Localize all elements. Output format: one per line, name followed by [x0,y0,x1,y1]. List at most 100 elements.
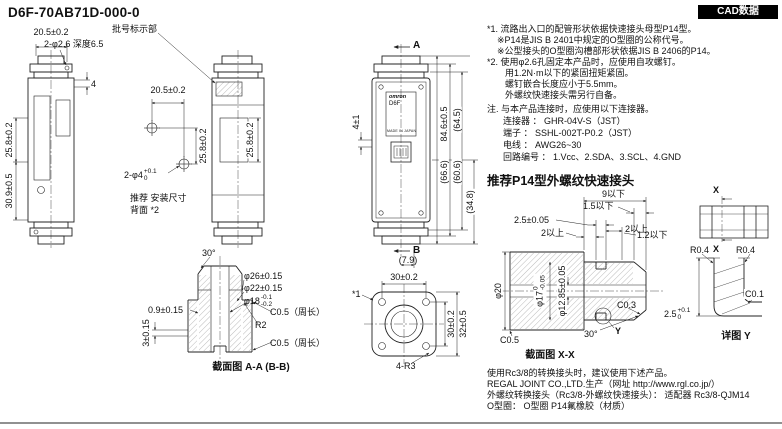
aa-dim-c05-lower: C0.5（周长） [270,338,326,348]
p14-heading: 推荐P14型外螺纹快速接头 [487,174,635,188]
footer-line-2: REGAL JOINT CO.,LTD.生产（网址 http://www.rgl… [487,379,720,389]
section-arrow-a-label: A [413,40,421,51]
fitting-location-icon [699,196,769,242]
flange-view-linework [364,284,444,364]
view-front-dims [13,44,90,221]
xx-detail-y-marker: Y [615,326,622,336]
section-aa-dims [152,256,273,351]
xx-dim-d17-tolerance: 0 -0.05 [532,275,547,290]
aa-dim-angle: 30° [202,248,216,258]
dim-face-348: (34.8) [464,189,476,215]
model-text: D6F [389,101,401,107]
xx-dim-2-upper: 2以上 [625,224,649,234]
xx-caption: 截面图 X-X [525,350,575,361]
aa-caption: 截面图 A-A (B-B) [212,362,290,373]
page-title: D6F-70AB71D-000-0 [8,5,140,20]
section-aa-linework [187,256,253,368]
dim-side-window: 25.8±0.2 [244,121,256,159]
dim-face-606: (60.6) [451,159,463,185]
view-face-linework [371,44,431,256]
aa-dim-d26: φ26±0.15 [244,271,283,281]
dy-dim-25-base: 2.5 [664,309,677,320]
section-arrow-b-label: B [413,245,421,256]
dim-front-holes: 2-φ2.6 深度6.5 [44,39,104,49]
aa-dim-09: 0.9±0.15 [148,305,183,315]
aa-dim-r2: R2 [255,320,267,330]
xx-dim-d1285: φ12.85±0.05 [556,264,568,318]
dim-face-666: (66.6) [438,159,450,185]
cad-data-badge[interactable]: CAD数据 [698,5,778,19]
flange-ref-star1: *1 [352,289,361,299]
xx-dim-d20: φ20 [492,282,504,300]
batch-label-leader [157,32,216,84]
xx-dim-d17-base: φ17 [534,290,545,307]
dy-dim-25-tolerance: +0.1 0 [677,307,691,321]
xx-dim-d17: φ17 0 -0.05 [532,274,547,308]
dy-dim-r04-left: R0.4 [690,245,710,255]
detail-y-linework [708,257,762,317]
xx-dim-angle: 30° [584,329,598,339]
aa-dim-d18-tolerance: -0.1 -0.2 [260,294,273,308]
back-detail-linework [144,99,199,174]
dim-face-bottom: (7.9) [398,255,418,265]
footer-line-4: O型圈： O型圈 P14氟橡胶（材质） [487,401,631,411]
note-line-3: ※公型接头的O型圈沟槽部形状依据JIS B 2406的P14。 [497,46,716,56]
note-line-7: 外螺纹快速接头需另行自备。 [505,90,623,100]
dim-face-overall: 84.6±0.5 [438,105,450,143]
aa-dim-d18: φ18 -0.1 -0.2 [244,294,273,308]
back-caption-line1: 推荐 安装尺寸 [130,193,187,203]
note-line-6: 螺钉嵌合长度应小于5.5mm。 [505,79,623,89]
connection-circuit: 回路编号 ： 1.Vcc、2.SDA、3.SCL、4.GND [503,152,682,162]
view-side-linework [211,50,265,248]
detail-y-dims [696,253,753,317]
dim-face-offset: 4±1 [350,114,361,130]
back-caption-line2: 背面 *2 [130,205,160,215]
aa-dim-d22: φ22±0.15 [244,283,283,293]
dim-back-height: 25.8±0.2 [197,127,209,165]
flange-view-dims [361,281,460,364]
view-front-linework [27,50,75,248]
dim-back-holes: 2-φ4 +0.1 0 [124,168,157,182]
dim-back-width: 20.5±0.2 [150,85,186,95]
xx-dim-c03: C0.3 [617,300,637,310]
dim-front-height2: 30.9±0.5 [3,173,14,209]
batch-mark-label: 批号标示部 [112,24,158,34]
aa-dim-d18-base: φ18 [244,296,260,307]
dy-dim-r04-right: R0.4 [736,245,756,255]
xx-dim-25: 2.5±0.05 [514,215,549,225]
xx-dim-15: 1.5以下 [583,201,614,211]
connection-wire: 电线 ： AWG26~30 [503,140,582,150]
note-line-2: ※P14是JIS B 2401中规定的O型圈的公称代号。 [497,35,689,45]
dim-face-645: (64.5) [451,107,463,133]
flange-dim-outer: 32±0.5 [457,309,469,339]
dim-front-height1: 25.8±0.2 [3,122,14,158]
xx-cut-marker-top: X [713,185,720,195]
dy-dim-c01: C0.1 [744,289,766,300]
xx-dim-12: 1.2以下 [637,230,668,240]
dy-dim-25: 2.5 +0.1 0 [664,307,691,321]
dim-front-wall: 4 [91,79,97,89]
note-line-5: 用1.2N·m以下的紧固扭矩紧固。 [505,68,634,78]
aa-dim-3: 3±0.15 [140,319,151,347]
section-xx-dims [502,197,654,337]
xx-dim-9: 9以下 [602,189,626,199]
note-line-4: *2. 使用φ2.6孔固定本产品时，应使用自攻螺钉。 [487,57,681,67]
section-xx-linework [500,251,664,331]
xx-cut-marker-bottom: X [713,244,720,254]
dim-back-holes-tolerance: +0.1 0 [143,168,157,182]
connection-note: 注. 与本产品连接时，应使用以下连接器。 [487,104,655,114]
connection-connector: 连接器 ： GHR-04V-S（JST） [503,116,626,126]
footer-line-1: 使用Rc3/8的转换接头时，建议使用下述产品。 [487,368,673,378]
dim-front-width: 20.5±0.2 [33,27,69,37]
dim-back-holes-base: 2-φ4 [124,170,143,181]
omron-logo-text: omron [389,94,407,100]
connection-terminal: 端子 ： SSHL-002T-P0.2（JST） [503,128,638,138]
flange-dim-corners: 4-R3 [396,361,416,371]
aa-dim-c05-upper: C0.5（周长） [270,307,326,317]
made-in-text: MADE IN JAPAN [387,129,417,133]
footer-line-3: 外螺纹转换接头（Rc3/8-外螺纹快速接头）： 适配器 Rc3/8-QJM14 [487,390,750,400]
dy-caption: 详图 Y [721,331,751,342]
xx-dim-c05: C0.5 [500,335,520,345]
